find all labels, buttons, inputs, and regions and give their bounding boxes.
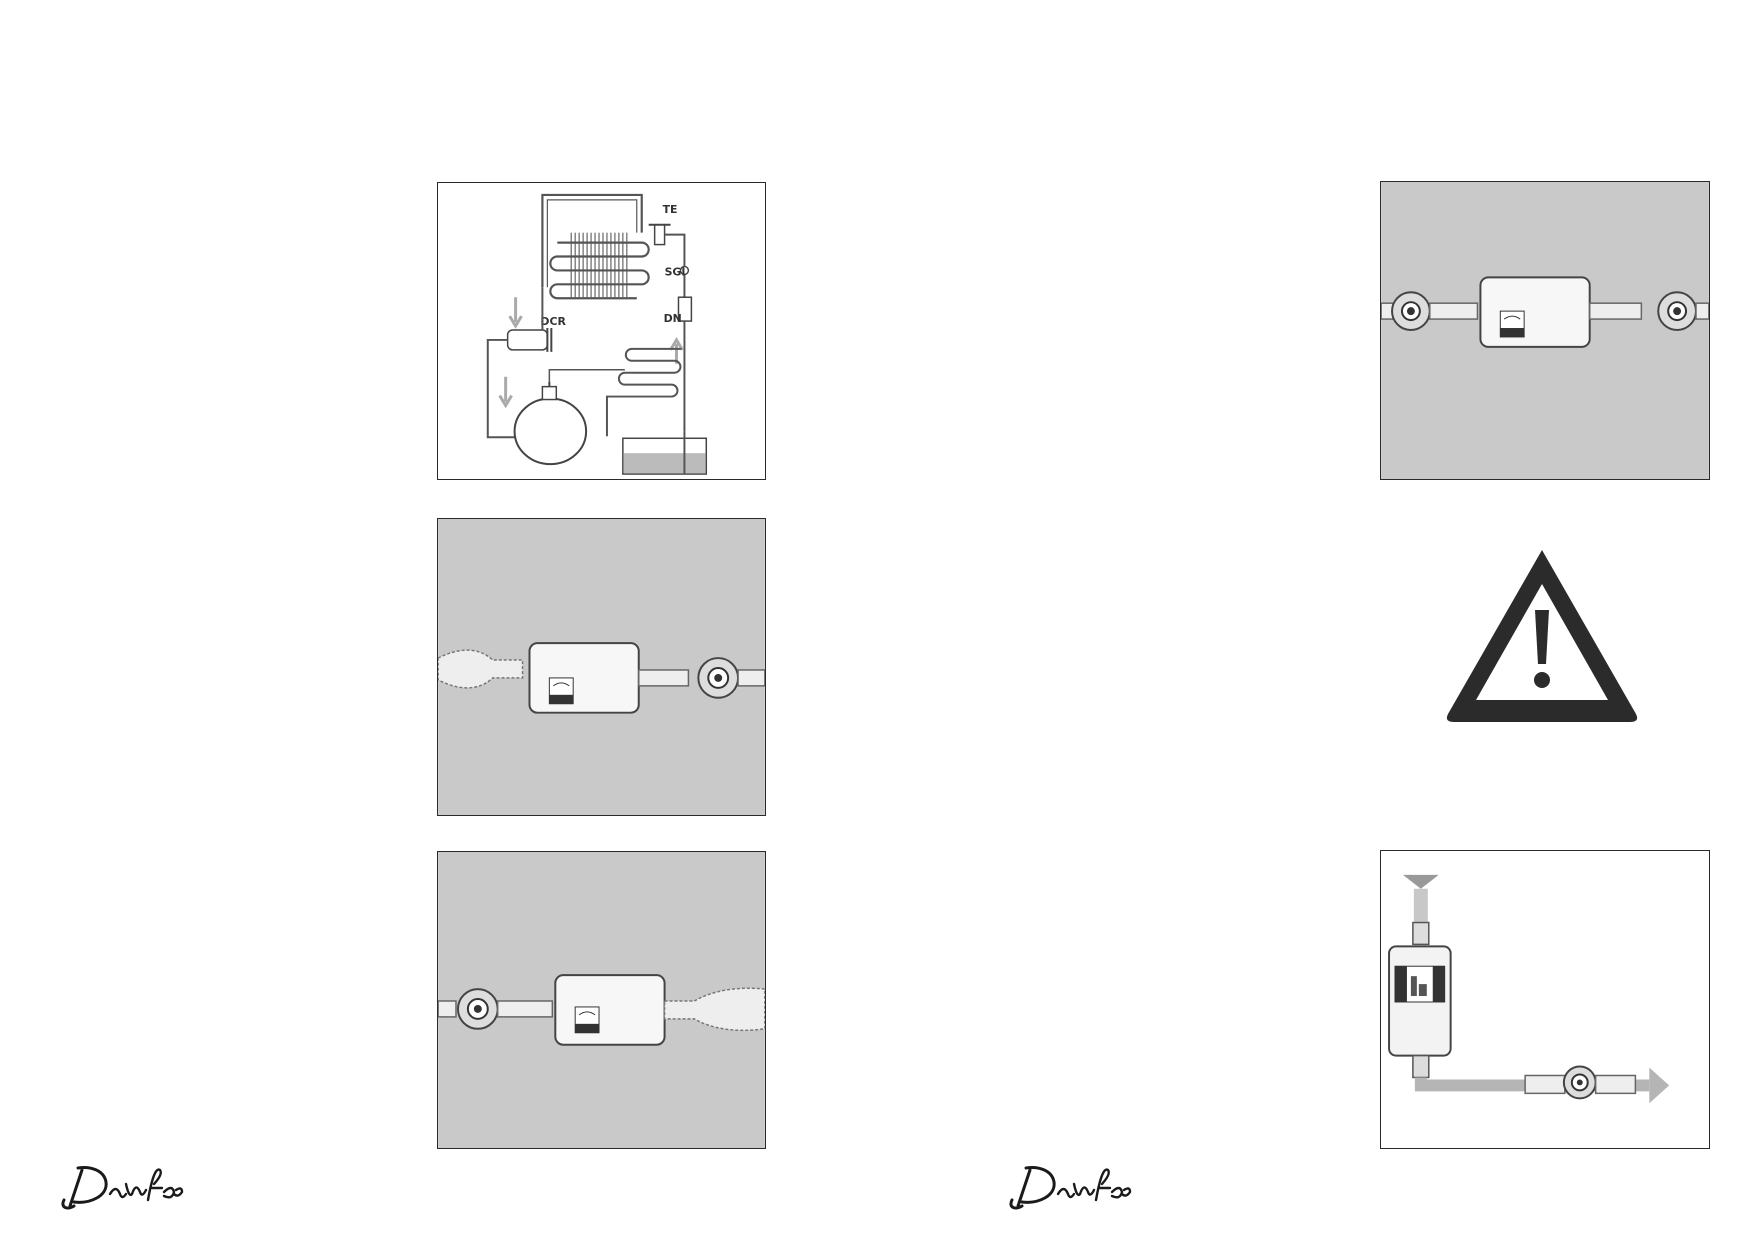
label-dcr: DCR — [540, 315, 566, 328]
warning-triangle-icon — [1440, 542, 1644, 728]
danfoss-logo — [60, 1160, 186, 1214]
filter-drier-outlet-panel — [437, 851, 766, 1149]
label-sgi: SGI — [665, 265, 686, 278]
label-dn: DN — [664, 312, 682, 325]
danfoss-logo — [1008, 1160, 1134, 1214]
label-te: TE — [663, 203, 678, 216]
refrigeration-circuit-diagram: TE SGI DN DCR — [437, 182, 766, 480]
filter-drier-both-valves-panel — [1380, 181, 1710, 480]
filter-drier-inlet-panel — [437, 518, 766, 816]
filter-drier-vertical-panel — [1380, 850, 1710, 1149]
